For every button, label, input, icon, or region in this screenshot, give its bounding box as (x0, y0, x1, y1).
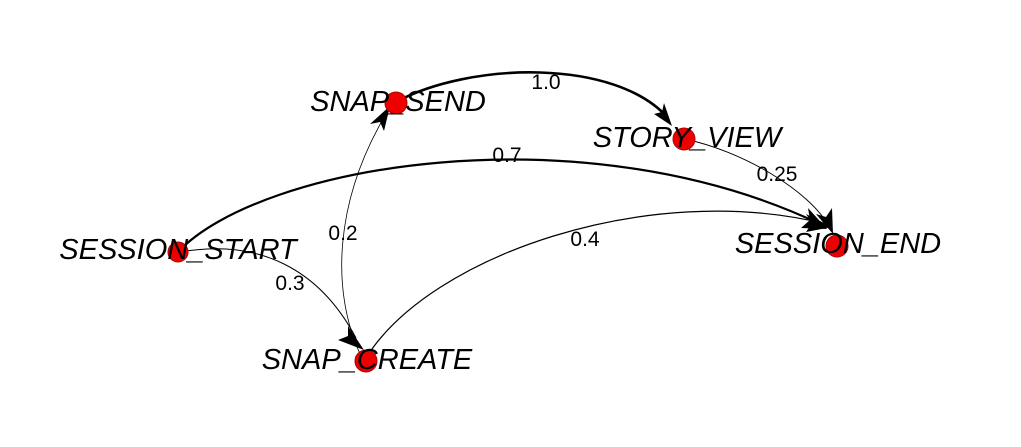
node-label-snap-create: SNAP_CREATE (262, 344, 473, 376)
edge-label-1-0: 1.0 (531, 71, 560, 94)
arrowhead-snap-send (370, 106, 390, 131)
node-label-story-view: STORY_VIEW (593, 122, 784, 154)
edge-snap-create-to-session-end (365, 210, 827, 359)
node-label-session-end: SESSION_END (735, 228, 941, 260)
node-session-end[interactable] (825, 234, 849, 258)
node-label-snap-send: SNAP_SEND (310, 86, 486, 118)
node-snap-create[interactable] (354, 349, 378, 373)
edge-label-0-2: 0.2 (328, 222, 357, 245)
edge-session-start-to-snap-create (179, 248, 357, 339)
edge-labels: 1.0 0.7 0.25 0.2 0.4 0.3 (275, 71, 797, 295)
node-labels: SESSION_START SNAP_SEND STORY_VIEW SESSI… (59, 86, 941, 376)
node-session-start[interactable] (167, 241, 189, 263)
edge-label-0-4: 0.4 (570, 228, 600, 251)
arrowhead-session-end-c (806, 214, 832, 232)
arrowhead-story-view (654, 103, 672, 126)
edge-label-0-25: 0.25 (757, 163, 798, 186)
edge-label-0-3: 0.3 (275, 272, 304, 295)
edge-story-view-to-session-end (683, 138, 831, 229)
edge-session-start-to-session-end (177, 158, 821, 253)
node-story-view[interactable] (672, 127, 696, 151)
edges (177, 71, 833, 359)
arrowhead-snap-create (338, 326, 364, 350)
edge-snap-send-to-story-view (395, 71, 669, 119)
edge-label-0-7: 0.7 (492, 144, 521, 167)
node-snap-send[interactable] (384, 91, 408, 115)
node-label-session-start: SESSION_START (59, 234, 299, 266)
nodes (167, 91, 849, 373)
